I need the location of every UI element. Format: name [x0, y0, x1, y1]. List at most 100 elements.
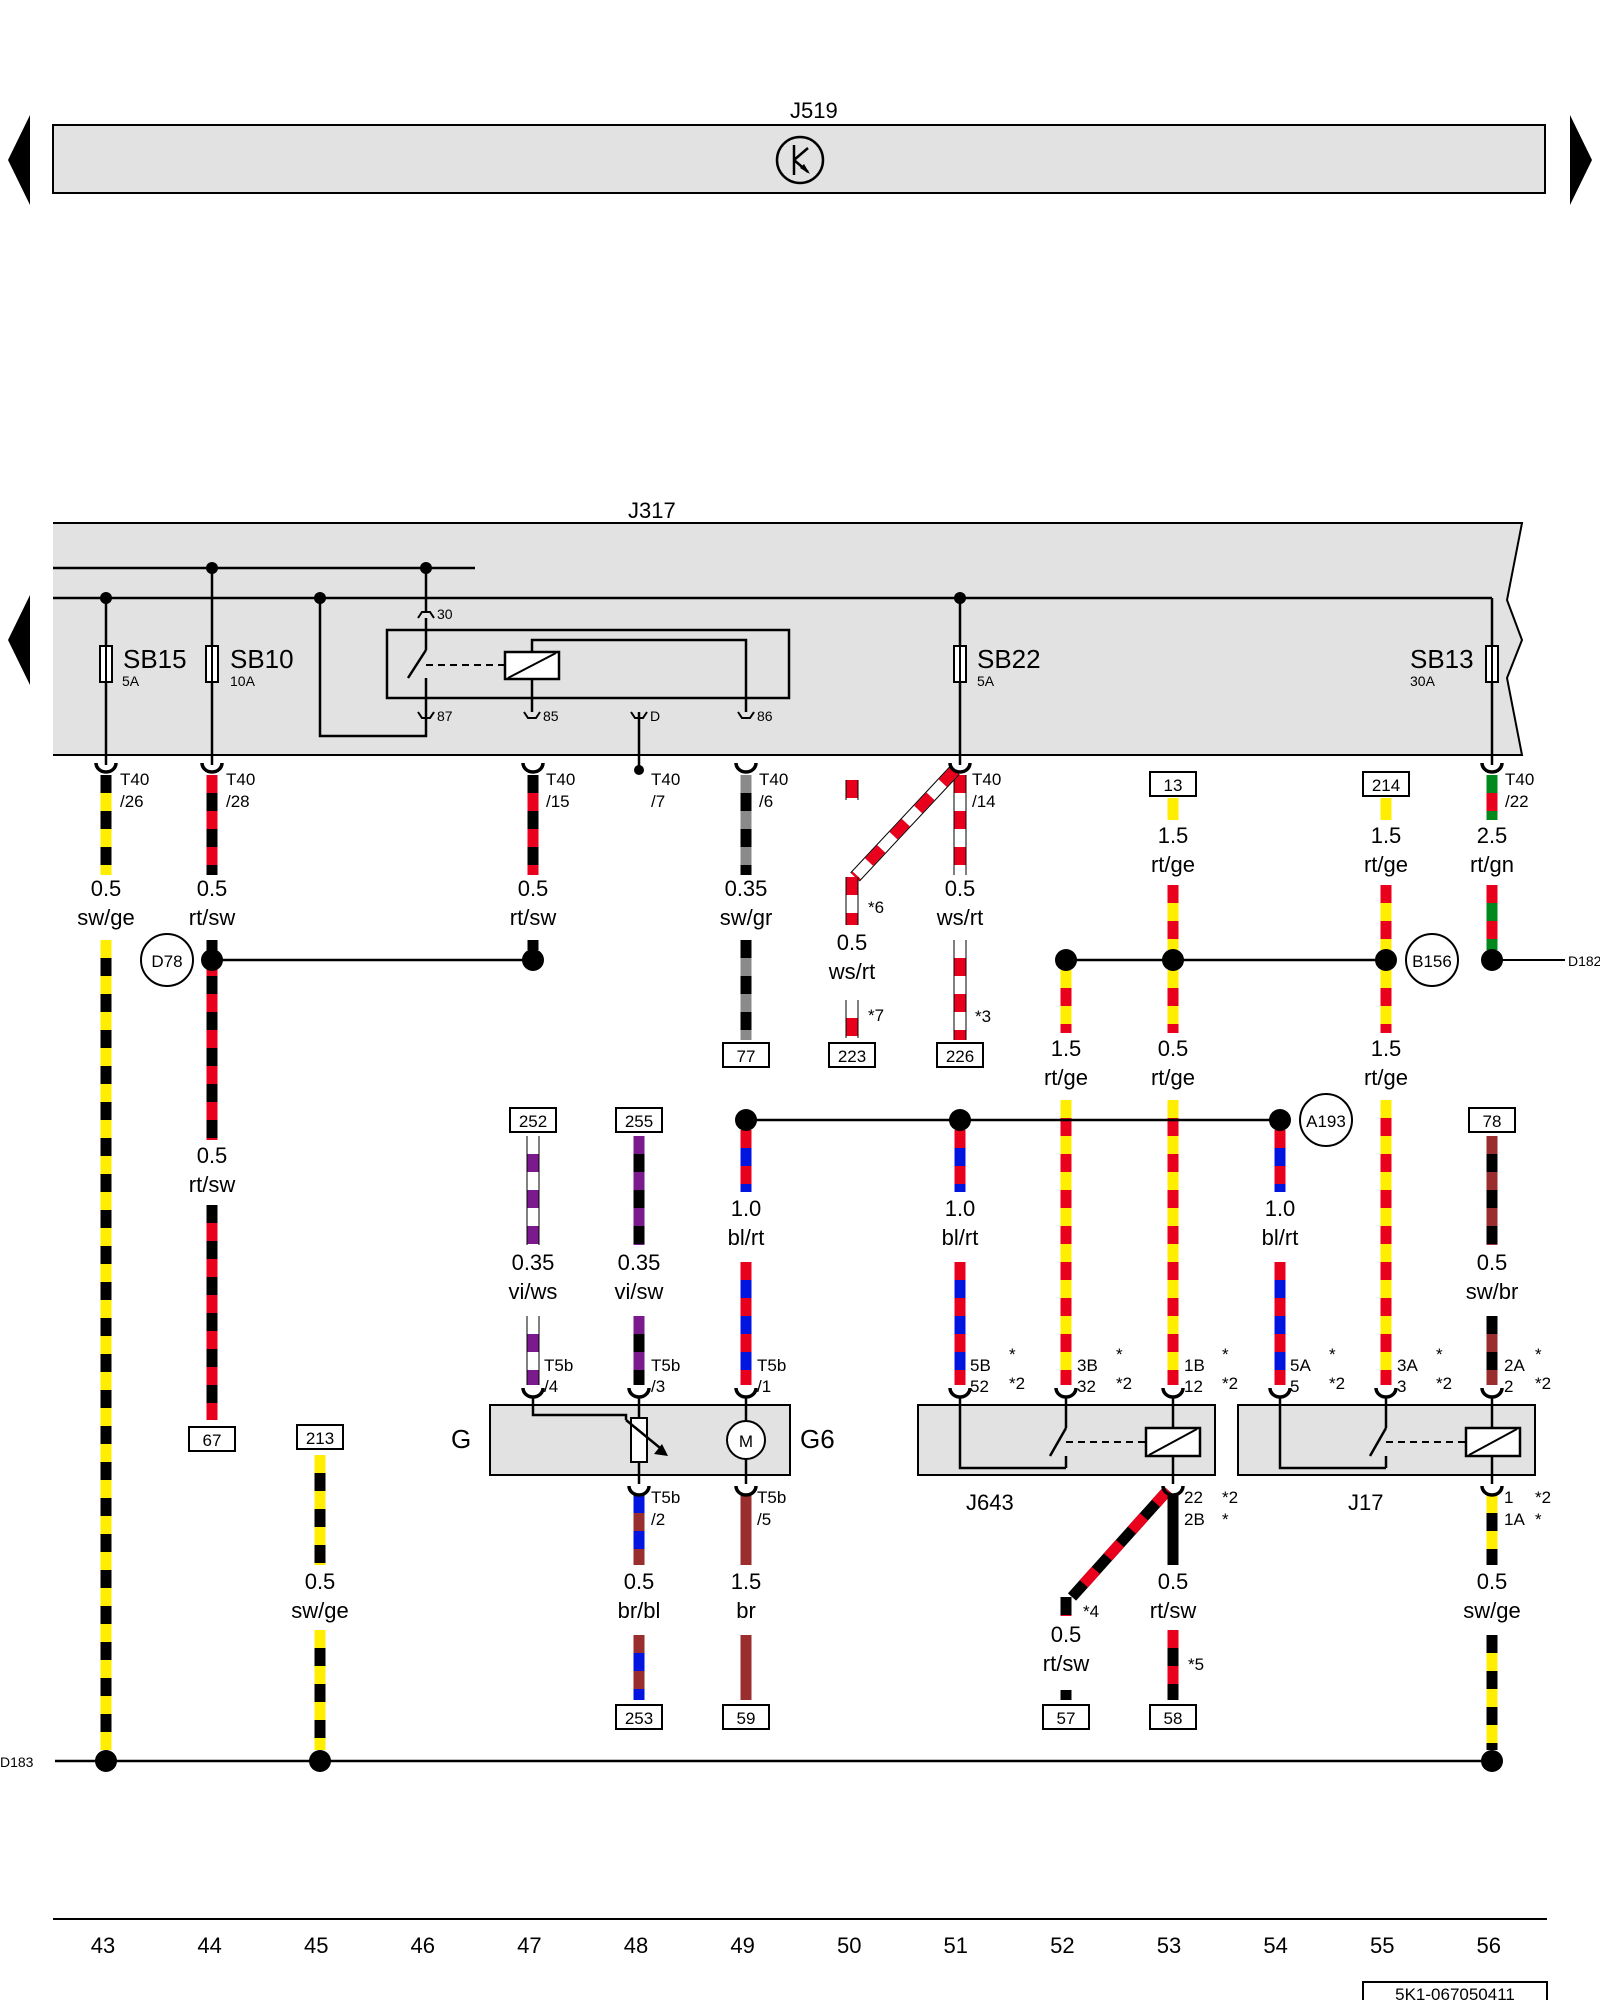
j17-term-2a: 2A	[1504, 1356, 1525, 1375]
footnote-6: *6	[868, 898, 884, 917]
ref-255: 255	[615, 1107, 663, 1133]
t40-26-a: T40	[120, 770, 149, 789]
j643-term-12: 12	[1184, 1377, 1203, 1396]
wire-56a-size: 2.5	[1477, 823, 1508, 848]
cup-t40-28	[200, 762, 224, 774]
fuse-sb15: SB15 5A	[99, 644, 187, 689]
cup-j643-5b	[948, 1387, 972, 1399]
ref-252: 252	[509, 1107, 557, 1133]
relay-terminal-labels: 5B 52 * *2 3B 32 * *2 1B 12 * *2 22 2B *…	[970, 1345, 1551, 1529]
ground-d78-label: D78	[151, 952, 182, 971]
cup-j643-22	[1161, 1485, 1185, 1497]
cup-t5b-3	[627, 1387, 651, 1399]
fuse-sb22-id: SB22	[977, 644, 1041, 674]
t40-7-b: /7	[651, 792, 665, 811]
svg-text:58: 58	[1164, 1709, 1183, 1728]
j643-a-star: *	[1009, 1345, 1016, 1364]
column-number-49: 49	[730, 1933, 754, 1958]
svg-text:57: 57	[1057, 1709, 1076, 1728]
j519-control-unit: J519	[52, 98, 1546, 194]
page-right-arrow-top[interactable]	[1570, 115, 1592, 205]
svg-text:67: 67	[203, 1431, 222, 1450]
j17-term-1: 1	[1504, 1488, 1513, 1507]
wire-49c-size: 1.5	[731, 1569, 762, 1594]
cup-j17-3a	[1374, 1387, 1398, 1399]
wire-53c-size: 0.5	[1158, 1569, 1189, 1594]
t5b-connector-labels: T5b /4 T5b /3 T5b /1 T5b /2 T5b /5	[544, 1356, 786, 1529]
wire-53a-color: rt/ge	[1151, 852, 1195, 877]
ground-point-d78: D78	[140, 933, 194, 987]
j17-term-3: 3	[1397, 1377, 1406, 1396]
wire-43-color: sw/ge	[77, 905, 134, 930]
fuse-sb15-rating: 5A	[122, 673, 140, 689]
t40-22-a: T40	[1505, 770, 1534, 789]
ground-a193-label: A193	[1306, 1112, 1346, 1131]
j643-c-star: *	[1222, 1345, 1229, 1364]
wire-56c-size: 0.5	[1477, 1569, 1508, 1594]
wire-48b-color: br/bl	[618, 1598, 661, 1623]
ref-59: 59	[722, 1704, 770, 1730]
t40-connector-labels: T40 /26 T40 /28 T40 /15 T40 /7 T40 /6 T4…	[120, 770, 1534, 811]
j17-term-3a: 3A	[1397, 1356, 1418, 1375]
t5b-2-a: T5b	[651, 1488, 680, 1507]
wire-44b-size: 0.5	[197, 1143, 228, 1168]
j17-d-star: *	[1535, 1510, 1542, 1529]
j643-term-2b: 2B	[1184, 1510, 1205, 1529]
cup-t40-6	[734, 762, 758, 774]
ref-58: 58	[1149, 1704, 1197, 1730]
wire-49c-color: br	[736, 1598, 756, 1623]
wire-56c-color: sw/ge	[1463, 1598, 1520, 1623]
t5b-3-b: /3	[651, 1377, 665, 1396]
j643-c-star2: *2	[1222, 1374, 1238, 1393]
wire-51b-color: bl/rt	[942, 1225, 979, 1250]
ref-78: 78	[1468, 1107, 1516, 1133]
t40-6-b: /6	[759, 792, 773, 811]
ref-223: 223	[828, 1042, 876, 1068]
t40-15-a: T40	[546, 770, 575, 789]
wire-56b-color: sw/br	[1466, 1279, 1519, 1304]
fuse-sb10-id: SB10	[230, 644, 294, 674]
page-left-arrow-mid[interactable]	[8, 595, 30, 685]
t5b-4-b: /4	[544, 1377, 558, 1396]
j17-b-star: *	[1436, 1345, 1443, 1364]
ref-57: 57	[1042, 1704, 1090, 1730]
wire-53a-size: 1.5	[1158, 823, 1189, 848]
t5b-1-a: T5b	[757, 1356, 786, 1375]
t5b-5-b: /5	[757, 1510, 771, 1529]
ground-point-a193: A193	[1299, 1093, 1353, 1147]
j643-label: J643	[966, 1490, 1014, 1515]
fuse-sb13-rating: 30A	[1410, 673, 1436, 689]
wire-50-color: ws/rt	[828, 959, 875, 984]
j643-term-3b: 3B	[1077, 1356, 1098, 1375]
wire-44-color: rt/sw	[189, 905, 236, 930]
wire-53b-color: rt/ge	[1151, 1065, 1195, 1090]
doc-number-text: 5K1-067050411	[1395, 1985, 1515, 2000]
column-number-47: 47	[517, 1933, 541, 1958]
column-number-45: 45	[304, 1933, 328, 1958]
j643-term-22: 22	[1184, 1488, 1203, 1507]
column-number-44: 44	[197, 1933, 221, 1958]
wire-49a-color: sw/gr	[720, 905, 773, 930]
wire-44b-color: rt/sw	[189, 1172, 236, 1197]
wire-51a-color: ws/rt	[936, 905, 983, 930]
wire-45-size: 0.5	[305, 1569, 336, 1594]
ground-d182-label: D182	[1568, 953, 1600, 969]
j643-term-5b: 5B	[970, 1356, 991, 1375]
fuse-sb15-id: SB15	[123, 644, 187, 674]
wire-47-size: 0.5	[518, 876, 549, 901]
ref-253: 253	[615, 1704, 663, 1730]
page-left-arrow-top[interactable]	[8, 115, 30, 205]
j17-term-2: 2	[1504, 1377, 1513, 1396]
column-number-43: 43	[91, 1933, 115, 1958]
svg-text:253: 253	[625, 1709, 653, 1728]
t5b-1-b: /1	[757, 1377, 771, 1396]
fuse-sb10: SB10 10A	[205, 644, 294, 689]
wire-56a-color: rt/gn	[1470, 852, 1514, 877]
column-number-56: 56	[1477, 1933, 1501, 1958]
j17-d-star2: *2	[1535, 1488, 1551, 1507]
wire-ws-rt-stripe	[850, 766, 960, 881]
j17-a-star2: *2	[1329, 1374, 1345, 1393]
ref-226: 226	[936, 1042, 984, 1068]
fuel-pump-g6-label: G6	[800, 1424, 835, 1454]
t40-28-a: T40	[226, 770, 255, 789]
